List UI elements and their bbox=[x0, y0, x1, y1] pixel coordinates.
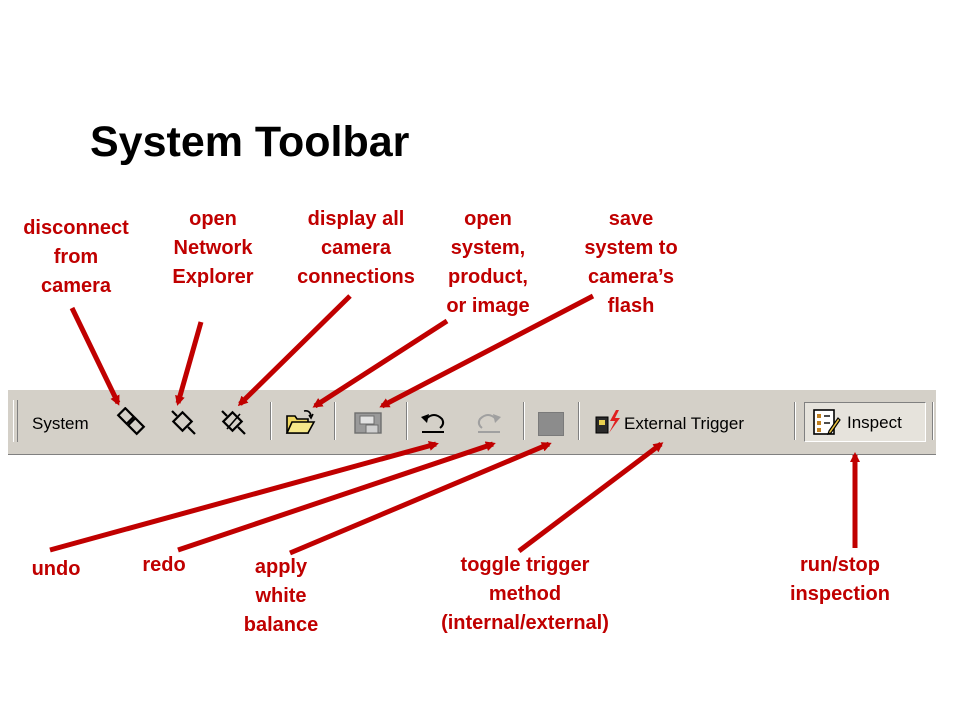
arrow-disconnect bbox=[69, 306, 121, 406]
label-run-stop: run/stop inspection bbox=[789, 554, 890, 605]
toolbar-separator bbox=[523, 402, 525, 440]
label-undo: undo bbox=[31, 558, 81, 580]
save-flash-icon[interactable] bbox=[352, 407, 384, 437]
external-trigger-label[interactable]: External Trigger bbox=[624, 414, 744, 433]
arrow-save-flash bbox=[379, 293, 595, 409]
arrow-white-balance bbox=[289, 441, 552, 556]
label-network-explorer: open Network Explorer bbox=[172, 208, 254, 288]
label-display-connections: display all camera connections bbox=[297, 208, 415, 288]
label-redo: redo bbox=[142, 554, 186, 576]
inspect-button[interactable]: Inspect bbox=[804, 402, 926, 442]
network-explorer-icon[interactable] bbox=[168, 407, 200, 437]
disconnect-icon[interactable] bbox=[115, 407, 147, 437]
display-connections-icon[interactable] bbox=[218, 407, 250, 437]
undo-icon[interactable] bbox=[418, 407, 450, 437]
open-folder-icon[interactable] bbox=[284, 407, 316, 437]
page-title: System Toolbar bbox=[90, 118, 410, 166]
label-disconnect: disconnect from camera bbox=[23, 217, 129, 297]
toolbar-grip[interactable] bbox=[13, 400, 18, 442]
toolbar-separator bbox=[794, 402, 796, 440]
arrow-undo bbox=[49, 441, 439, 553]
toolbar-separator bbox=[270, 402, 272, 440]
toolbar-separator bbox=[932, 402, 934, 440]
toolbar-separator bbox=[578, 402, 580, 440]
system-toolbar: System bbox=[8, 389, 936, 455]
toolbar-separator bbox=[406, 402, 408, 440]
label-white-balance: apply white balance bbox=[243, 556, 319, 636]
label-toggle-trigger: toggle trigger method (internal/external… bbox=[441, 554, 609, 634]
trigger-icon[interactable] bbox=[592, 407, 624, 437]
arrow-open-system bbox=[312, 318, 449, 409]
label-save-flash: save system to camera’s flash bbox=[584, 208, 678, 317]
arrow-toggle-trigger bbox=[517, 442, 664, 553]
redo-icon[interactable] bbox=[472, 407, 504, 437]
inspect-label: Inspect bbox=[847, 413, 902, 432]
arrow-network-explorer bbox=[175, 321, 204, 406]
inspect-icon bbox=[813, 409, 841, 435]
toolbar-system-label: System bbox=[32, 414, 89, 433]
arrow-redo bbox=[177, 441, 496, 553]
toolbar-separator bbox=[334, 402, 336, 440]
arrow-display-connections bbox=[237, 294, 352, 407]
white-balance-icon[interactable] bbox=[538, 412, 564, 436]
label-open-system: open system, product, or image bbox=[446, 208, 530, 317]
